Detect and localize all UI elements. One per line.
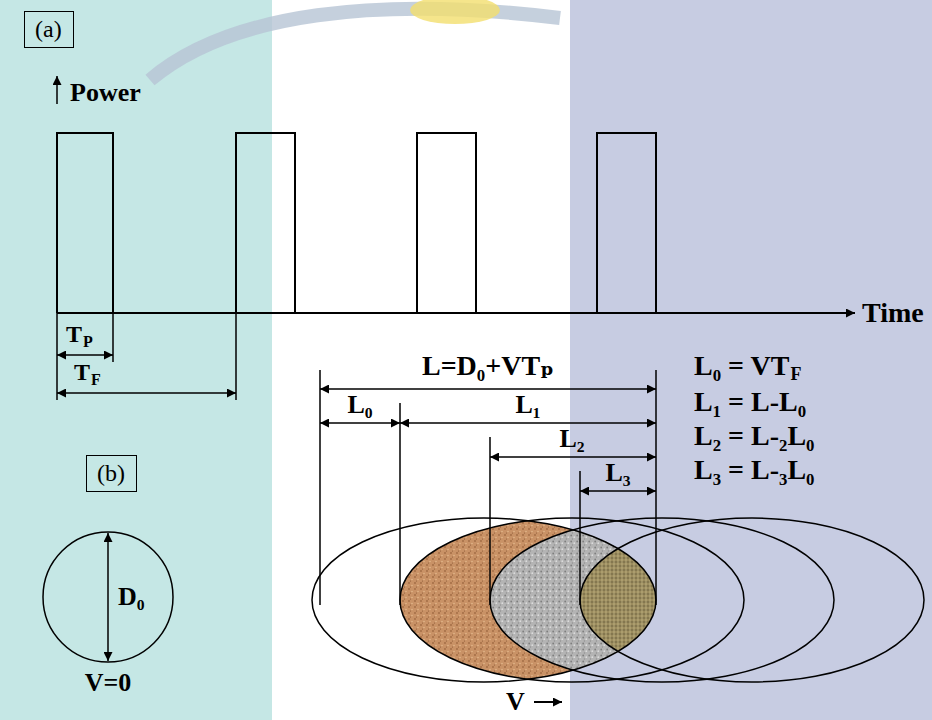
extension-line bbox=[319, 370, 321, 605]
dimension-label: L=D₀+VTₚ bbox=[422, 352, 554, 380]
background-band bbox=[0, 0, 272, 720]
dimension-label: T bbox=[66, 322, 82, 346]
dimension-label: L₁ = L-L₀ bbox=[694, 388, 806, 416]
subscript-label: F bbox=[91, 372, 101, 388]
dimension-arrow bbox=[320, 388, 656, 390]
dimension-label: L₀ = VT bbox=[694, 352, 789, 380]
laser-pulse bbox=[417, 133, 476, 313]
spot-circle-outline bbox=[43, 532, 173, 662]
dimension-label: Time bbox=[862, 299, 924, 327]
dimension-label: L₁ bbox=[515, 392, 540, 418]
extension-line bbox=[235, 313, 237, 400]
laser-spot bbox=[400, 518, 744, 682]
time-axis bbox=[57, 312, 855, 314]
dimension-label: L₂ bbox=[559, 426, 584, 452]
background-band bbox=[570, 0, 932, 720]
dimension-label: L₀ bbox=[347, 392, 372, 418]
extension-line bbox=[56, 313, 58, 400]
extension-line bbox=[489, 437, 491, 605]
laser-spot bbox=[580, 518, 924, 682]
laser-spot bbox=[490, 518, 834, 682]
overlap-region bbox=[490, 518, 834, 682]
dimension-label: V bbox=[506, 689, 525, 715]
panel-label: (b) bbox=[97, 461, 125, 485]
dimension-label: T bbox=[74, 360, 90, 384]
dimension-label: L₃ bbox=[605, 460, 630, 486]
velocity-arrow bbox=[534, 701, 562, 703]
dimension-arrow bbox=[400, 422, 656, 424]
watermark-arc bbox=[150, 9, 560, 80]
dimension-arrow bbox=[320, 422, 400, 424]
laser-pulse bbox=[57, 133, 113, 313]
panel-label-box: (a) bbox=[24, 11, 74, 48]
dimension-label: L₃ = L-₃L₀ bbox=[694, 456, 815, 484]
subscript-label: F bbox=[790, 365, 801, 383]
dimension-arrow bbox=[57, 392, 236, 394]
watermark-blob bbox=[410, 0, 500, 24]
overlap-region bbox=[580, 518, 924, 682]
panel-label-box: (b) bbox=[86, 455, 137, 492]
subscript-label: P bbox=[83, 334, 93, 350]
dimension-label: D₀ bbox=[118, 584, 145, 610]
spot-circle: D₀ V=0 bbox=[42, 531, 174, 703]
diameter-arrow bbox=[107, 533, 109, 661]
dimension-label: V=0 bbox=[85, 670, 132, 696]
power-axis-arrow bbox=[56, 76, 58, 104]
laser-pulse bbox=[236, 133, 295, 313]
dimension-arrow bbox=[490, 456, 656, 458]
extension-line bbox=[655, 370, 657, 605]
spot-outline bbox=[42, 531, 174, 663]
dimension-label: Power bbox=[70, 80, 141, 106]
laser-spot bbox=[312, 518, 656, 682]
dimension-label: L₂ = L-₂L₀ bbox=[694, 422, 815, 450]
extension-line bbox=[399, 403, 401, 605]
dimension-arrow bbox=[580, 490, 656, 492]
laser-pulse bbox=[597, 133, 656, 313]
panel-label: (a) bbox=[35, 17, 62, 41]
dimension-arrow bbox=[57, 354, 113, 356]
